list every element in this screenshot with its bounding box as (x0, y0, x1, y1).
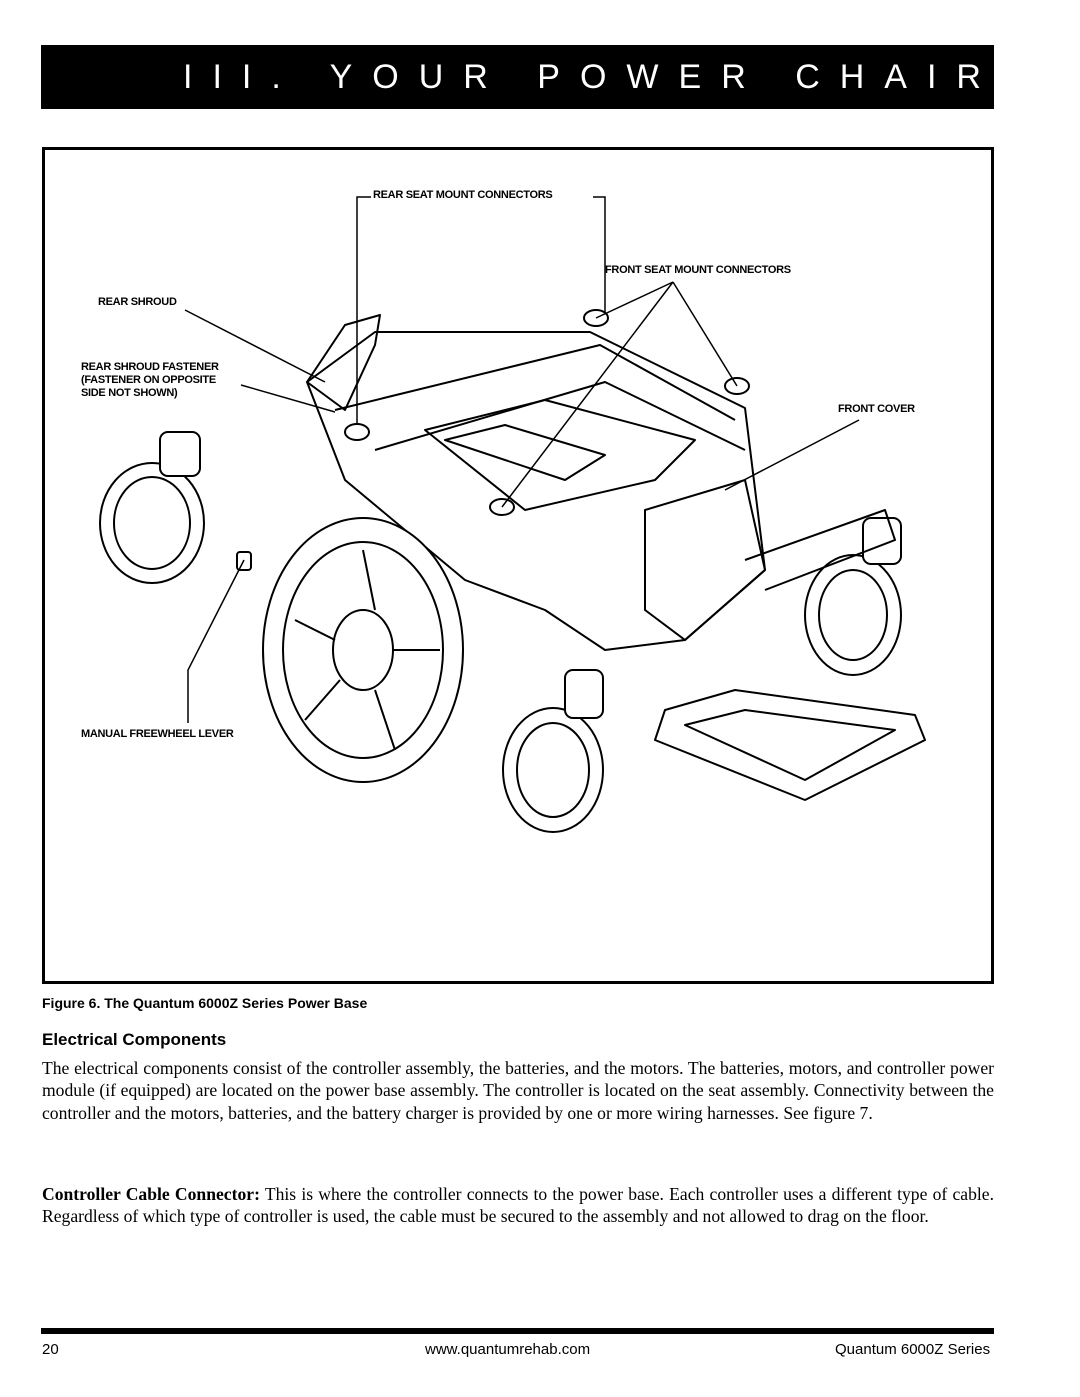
figure-frame: REAR SEAT MOUNT CONNECTORS FRONT SEAT MO… (42, 147, 994, 984)
leader-freewheel-lever (187, 559, 245, 723)
rear-shroud (306, 314, 381, 411)
power-base-illustration (99, 196, 926, 833)
figure-caption: Figure 6. The Quantum 6000Z Series Power… (42, 995, 368, 1011)
callout-front-cover: FRONT COVER (838, 403, 915, 415)
footer-website: www.quantumrehab.com (425, 1341, 591, 1358)
callout-manual-freewheel-lever: MANUAL FREEWHEEL LEVER (81, 728, 234, 740)
leader-front-seat-connectors (501, 281, 738, 508)
paragraph-controller-cable-connector: Controller Cable Connector: This is wher… (42, 1183, 994, 1228)
page-number: 20 (42, 1341, 59, 1358)
section-title-banner: III. YOUR POWER CHAIR (41, 45, 994, 109)
front-caster-bottom (502, 707, 604, 833)
rear-caster-left (99, 462, 205, 584)
term-controller-cable-connector: Controller Cable Connector: (42, 1184, 260, 1204)
callout-rear-shroud-fastener-line3: SIDE NOT SHOWN) (81, 387, 178, 399)
callout-rear-shroud-fastener-line2: (FASTENER ON OPPOSITE (81, 374, 216, 386)
section-title: III. YOUR POWER CHAIR (183, 57, 994, 96)
front-caster-right (804, 554, 902, 676)
callout-rear-shroud: REAR SHROUD (98, 296, 177, 308)
footer-product: Quantum 6000Z Series (835, 1341, 991, 1358)
paragraph-electrical-components: The electrical components consist of the… (42, 1058, 994, 1123)
leader-front-cover (724, 419, 860, 491)
footplate (654, 689, 926, 801)
callout-front-seat-mount-connectors: FRONT SEAT MOUNT CONNECTORS (605, 264, 791, 276)
leader-rear-shroud (184, 309, 326, 383)
leader-rear-shroud-fastener (240, 384, 336, 413)
leader-rear-seat-connectors (356, 196, 606, 425)
callout-rear-shroud-fastener-line1: REAR SHROUD FASTENER (81, 361, 219, 373)
footer-rule (41, 1328, 994, 1334)
front-cover (644, 479, 766, 641)
rear-seat-mount-connector-1 (344, 423, 370, 441)
drive-wheel (262, 517, 464, 783)
callout-rear-shroud-fastener: REAR SHROUD FASTENER (FASTENER ON OPPOSI… (81, 361, 219, 400)
controller-cable-connector-text: This is where the controller connects to… (42, 1184, 994, 1227)
callout-rear-seat-mount-connectors: REAR SEAT MOUNT CONNECTORS (373, 189, 553, 201)
section-heading: Electrical Components (42, 1030, 227, 1049)
